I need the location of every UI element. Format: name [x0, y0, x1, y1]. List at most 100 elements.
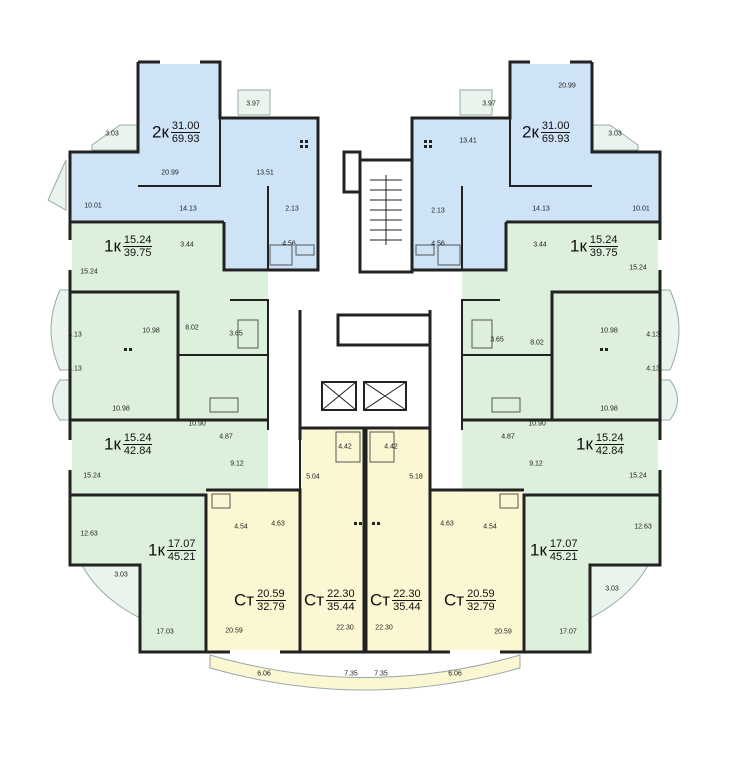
apartment-type: 1к: [104, 434, 121, 454]
living-area: 15.24: [588, 234, 619, 247]
room-area: 15.24: [629, 264, 647, 272]
room-area: 14.13: [179, 205, 197, 213]
room-area: 4.87: [501, 433, 515, 441]
room-area: 2.13: [431, 207, 445, 215]
windows: [68, 60, 662, 654]
apartment-type: 1к: [570, 236, 587, 256]
apartment-type: Ст: [304, 590, 325, 610]
apartment-1k-b-left-hall: [178, 355, 268, 430]
total-area: 69.93: [171, 133, 200, 145]
room-area: 13.51: [256, 169, 274, 177]
room-area: 5.18: [409, 473, 423, 481]
room-area: 10.01: [632, 205, 650, 213]
room-area: 3.03: [608, 130, 622, 138]
apartment-type: 1к: [104, 236, 121, 256]
balcony: [209, 654, 521, 691]
room-area: 3.97: [246, 100, 260, 108]
apartment-st-2: [300, 428, 364, 652]
room-area: 10.98: [600, 327, 618, 335]
apartment-st-1: [206, 490, 300, 652]
room-area: 15.24: [83, 472, 101, 480]
total-area: 39.75: [123, 247, 152, 259]
total-area: 45.21: [167, 551, 196, 563]
room-area: 4.56: [431, 240, 445, 248]
service-room: [336, 313, 432, 347]
living-area: 15.24: [122, 432, 153, 445]
room-area: 12.63: [634, 523, 652, 531]
room-area: 14.13: [532, 205, 550, 213]
apartment-st-4: [430, 490, 524, 652]
one-room-apartments: [70, 224, 660, 652]
apartment-type: 2к: [522, 122, 539, 142]
apartment-1k-b-right: [462, 420, 660, 495]
elevator-shaft: [363, 381, 407, 411]
outlet-markers: [124, 140, 608, 525]
living-area: 17.07: [548, 538, 579, 551]
room-area: 4.13: [68, 331, 82, 339]
room-area: 10.01: [84, 202, 102, 210]
wall: [138, 118, 592, 270]
apartment-type: Ст: [444, 590, 465, 610]
balcony: [50, 289, 73, 371]
total-area: 35.44: [393, 601, 421, 613]
room-area: 17.07: [559, 628, 577, 636]
room-area: 20.99: [161, 169, 179, 177]
living-area: 17.07: [166, 538, 197, 551]
room-area: 4.54: [234, 523, 248, 531]
apartment-type: 1к: [576, 434, 593, 454]
room-area: 3.97: [482, 100, 496, 108]
room-area: 12.63: [80, 530, 98, 538]
shaft: [342, 150, 362, 194]
room-area: 4.63: [271, 520, 285, 528]
bathroom-fixtures: [209, 244, 521, 509]
room-area: 3.65: [490, 336, 504, 344]
room-area: 20.59: [225, 627, 243, 635]
room-area: 6.06: [448, 670, 462, 678]
wall: [524, 62, 662, 654]
room-area: 10.98: [112, 405, 130, 413]
total-area: 42.84: [123, 445, 152, 457]
room-area: 20.99: [558, 82, 576, 90]
living-area: 20.59: [256, 588, 286, 601]
apartment-1k-b-right-hall: [462, 355, 552, 430]
elevator-shaft: [321, 381, 357, 411]
room-area: 10.98: [600, 405, 618, 413]
apartment-st-3: [366, 428, 430, 652]
room-area: 3.44: [533, 241, 547, 249]
living-area: 22.30: [326, 588, 356, 601]
room-area: 8.02: [185, 324, 199, 332]
living-area: 22.30: [392, 588, 422, 601]
room-area: 6.06: [257, 670, 271, 678]
room-area: 10.90: [528, 420, 546, 428]
stairwell: [358, 158, 414, 274]
room-area: 4.13: [646, 365, 660, 373]
wall: [410, 60, 592, 272]
apartment-1k-c-left: [70, 495, 206, 652]
room-area: 4.63: [440, 520, 454, 528]
studios: [206, 428, 524, 652]
room-area: 15.24: [629, 472, 647, 480]
room-area: 4.42: [384, 443, 398, 451]
room-area: 2.13: [285, 205, 299, 213]
apartment-type: 1к: [148, 540, 165, 560]
room-area: 13.41: [459, 137, 477, 145]
room-area: 4.54: [483, 523, 497, 531]
room-area: 3.03: [105, 130, 119, 138]
room-area: 22.30: [336, 624, 354, 632]
balcony: [459, 89, 493, 116]
total-area: 69.93: [541, 133, 570, 145]
balcony: [47, 159, 67, 211]
apartment-1k-c-right: [524, 495, 660, 652]
apartment-1k-a-left: [70, 224, 268, 355]
apartment-type: 1к: [530, 540, 547, 560]
balcony: [237, 89, 271, 116]
